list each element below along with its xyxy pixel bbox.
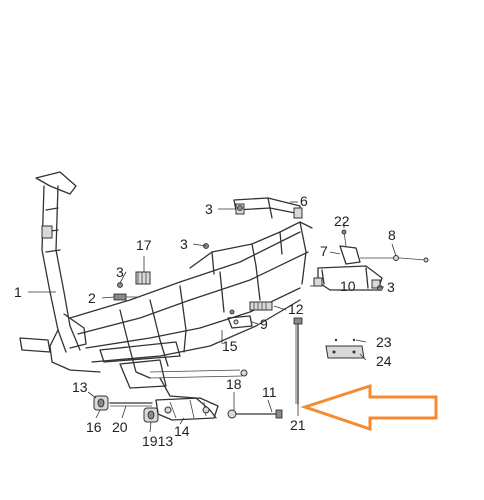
plate-part-24 — [325, 338, 365, 359]
callout-20: 20 — [112, 419, 128, 435]
shaft-part-20 — [109, 402, 153, 407]
callout-1913: 1913 — [142, 433, 173, 449]
callout-13: 13 — [72, 379, 88, 395]
long-bolt-part-21 — [293, 317, 303, 405]
orange-pointer-arrow — [300, 383, 438, 432]
bolt-part-2 — [113, 293, 140, 301]
callout-3d: 3 — [387, 279, 395, 295]
callout-12: 12 — [288, 301, 304, 317]
callout-8: 8 — [388, 227, 396, 243]
upper-bracket-part-6 — [233, 197, 303, 219]
callout-10: 10 — [340, 278, 356, 294]
callout-24: 24 — [376, 353, 392, 369]
callout-3a: 3 — [116, 264, 124, 280]
callout-3c: 3 — [205, 201, 213, 217]
callout-16: 16 — [86, 419, 102, 435]
callout-3b: 3 — [180, 236, 188, 252]
bracket-part-9 — [227, 315, 253, 329]
scooter-frame — [19, 171, 313, 419]
callout-2: 2 — [88, 290, 96, 306]
callout-9: 9 — [260, 316, 268, 332]
callout-7: 7 — [320, 243, 328, 259]
callout-15: 15 — [222, 338, 238, 354]
arrow-outline — [300, 383, 438, 432]
callout-17: 17 — [136, 237, 152, 253]
callout-22: 22 — [334, 213, 350, 229]
cable-part-8 — [360, 255, 429, 263]
spring-part-17 — [135, 271, 151, 285]
bushing-part-19 — [143, 407, 159, 423]
callout-labels: 1 2 3 3 3 3 6 7 8 9 10 11 12 13 14 15 16… — [14, 193, 396, 449]
callout-23: 23 — [376, 334, 392, 350]
leader-lines — [28, 201, 397, 433]
bolt-part-11 — [227, 409, 283, 419]
bushing-part-16 — [93, 395, 109, 411]
callout-1: 1 — [14, 284, 22, 300]
callout-11: 11 — [262, 384, 277, 400]
engine-hanger-part-14 — [155, 397, 219, 421]
callout-6: 6 — [300, 193, 308, 209]
spring-part-12 — [249, 301, 273, 311]
callout-21: 21 — [290, 417, 306, 433]
sensor-part-22 — [339, 229, 361, 265]
callout-18: 18 — [226, 376, 242, 392]
callout-14: 14 — [174, 423, 190, 439]
